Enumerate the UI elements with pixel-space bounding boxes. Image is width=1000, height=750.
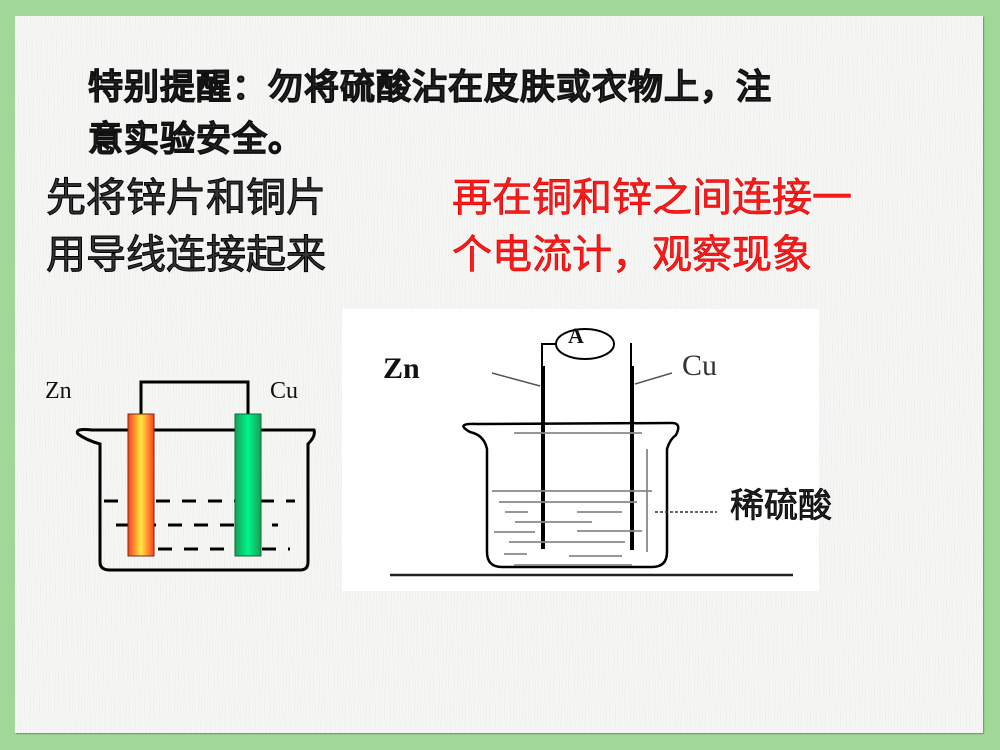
step1-line2: 用导线连接起来 <box>46 232 327 279</box>
liquid-lines <box>492 432 652 566</box>
safety-warning-line1: 特别提醒：勿将硫酸沾在皮肤或衣物上，注 <box>87 68 773 109</box>
zinc-electrode <box>127 413 155 557</box>
step1-line1: 先将锌片和铜片 <box>46 175 327 222</box>
safety-warning: 特别提醒：勿将硫酸沾在皮肤或衣物上，注 意实验安全。 <box>87 62 773 166</box>
beaker <box>462 421 680 569</box>
wire <box>139 380 250 414</box>
zn-label: Zn <box>45 378 72 404</box>
ammeter-label: A <box>568 323 584 348</box>
beaker <box>75 428 316 572</box>
beaker-diagram-right <box>360 328 793 577</box>
beaker-diagram-left <box>75 380 316 572</box>
diagram-ammeter-cell: A Zn Cu <box>342 309 819 591</box>
safety-warning-line2: 意实验安全。 <box>87 120 305 161</box>
step2-line1: 再在铜和锌之间连接一 <box>452 175 853 222</box>
cu-label: Cu <box>270 378 299 404</box>
copper-electrode <box>234 413 262 557</box>
ammeter <box>555 328 615 360</box>
instruction-step1: 先将锌片和铜片 用导线连接起来 <box>46 170 327 284</box>
instruction-step2: 再在铜和锌之间连接一 个电流计，观察现象 <box>452 170 853 284</box>
zn-label: Zn <box>383 352 420 385</box>
dilute-sulfuric-acid-label: 稀硫酸 <box>730 486 833 527</box>
step2-line2: 个电流计，观察现象 <box>452 232 813 279</box>
cu-label: Cu <box>682 349 718 382</box>
diagram-wire-connected-cell: Zn Cu <box>30 370 330 590</box>
